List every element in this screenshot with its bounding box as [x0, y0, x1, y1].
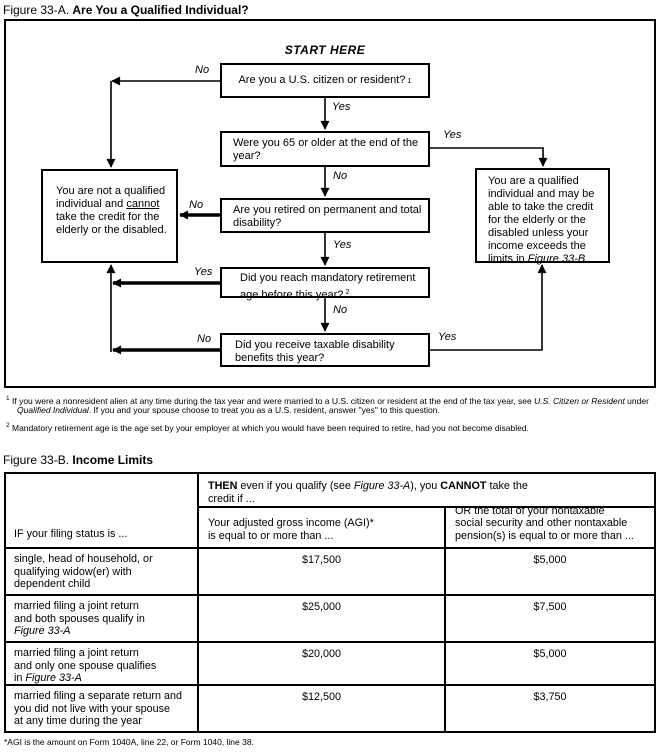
text: . [585, 253, 589, 265]
italic-text: Figure 33-A [25, 672, 82, 684]
label-yes: Yes [332, 101, 351, 113]
italic-text: Figure 33-A [14, 625, 71, 637]
flow-box-retired-disability-question: Are you retired on permanent and total d… [220, 198, 430, 233]
italic-text: U.S. Citizen or Resident [534, 395, 625, 406]
text: elderly or the disabled. [56, 224, 167, 236]
status-last-line: in Figure 33-A [14, 672, 191, 685]
text: Your adjusted gross income (AGI)* is equ… [208, 517, 374, 542]
text: married filing a joint return and both s… [14, 600, 145, 625]
text: take the credit if ... [208, 480, 528, 505]
question-text: Were you 65 or older at the end of the y… [233, 137, 419, 162]
label-no: No [333, 170, 348, 182]
table-row-status: married filing a joint return and both s… [6, 596, 199, 643]
header-agi-column: Your adjusted gross income (AGI)* is equ… [199, 508, 446, 549]
footnote-ref-2: 2 [345, 287, 350, 296]
label-yes: Yes [443, 129, 462, 141]
text: even if you qualify (see [237, 480, 354, 492]
figure-a-title-prefix: Figure 33-A. [3, 3, 70, 17]
footnote-1-marker: 1 [6, 395, 10, 402]
not-qualified-line: elderly or the disabled. [56, 224, 172, 237]
italic-text: Figure 33-B [527, 253, 586, 265]
start-here-label: START HERE [284, 43, 366, 57]
figure-a-title: Figure 33-A. Are You a Qualified Individ… [3, 3, 249, 17]
then-text: THEN even if you qualify (see Figure 33-… [208, 480, 556, 506]
figure-b-title-prefix: Figure 33-B. [3, 453, 70, 467]
flow-box-qualified: You are a qualified individual and may b… [475, 168, 610, 266]
arrow-q2-yes-right-down [430, 147, 548, 167]
text: You are not a qualified [56, 185, 166, 197]
text: married filing a joint return and only o… [14, 647, 157, 672]
text: ), you [410, 480, 441, 492]
table-row-pension: $5,000 [446, 643, 654, 686]
table-row-pension: $5,000 [446, 549, 654, 596]
figure-a-title-text: Are You a Qualified Individual? [72, 3, 249, 17]
footnote-2-marker: 2 [6, 422, 10, 429]
footnote-ref-1: 1 [407, 76, 412, 85]
qualified-last-line: limits in Figure 33-B. [488, 253, 606, 266]
header-then: THEN even if you qualify (see Figure 33-… [199, 474, 654, 508]
bold-text: CANNOT [440, 480, 487, 492]
text: married filing a separate return and you… [14, 690, 183, 727]
label-no: No [333, 304, 348, 316]
flow-box-us-citizen-question: Are you a U.S. citizen or resident?1 [220, 63, 430, 98]
figure-b-title-text: Income Limits [72, 453, 154, 467]
agi-footnote: *AGI is the amount on Form 1040A, line 2… [4, 737, 254, 747]
label-no: No [197, 333, 212, 345]
text: individual and [56, 198, 127, 210]
text: If you were a nonresident alien at any t… [12, 395, 535, 406]
table-row-status: married filing a joint return and only o… [6, 643, 199, 686]
header-filing-status: IF your filing status is ... [6, 474, 199, 549]
text: Mandatory retirement age is the age set … [12, 422, 529, 433]
question-text: Did you receive taxable disability benef… [235, 339, 395, 364]
flow-box-mandatory-retirement-question: Did you reach mandatory retirement age b… [220, 267, 430, 301]
text: in [14, 672, 26, 684]
question-text: Did you reach mandatory retirement age b… [240, 272, 416, 301]
text: IF your filing status is ... [14, 528, 128, 540]
table-row-agi: $25,000 [199, 596, 446, 643]
label-no: No [195, 64, 210, 76]
question-text: Are you a U.S. citizen or resident? [238, 74, 406, 86]
table-row-status: married filing a separate return and you… [6, 686, 199, 731]
table-row-status: single, head of household, or qualifying… [6, 549, 199, 596]
table-row-agi: $17,500 [199, 549, 446, 596]
underlined-text: cannot [126, 198, 160, 210]
question-text: Are you retired on permanent and total d… [233, 204, 422, 229]
table-row-pension: $3,750 [533, 691, 567, 703]
table-row-agi: $20,000 [199, 643, 446, 686]
label-yes: Yes [438, 331, 457, 343]
text: limits in [488, 253, 528, 265]
not-qualified-line: You are not a qualified [56, 185, 172, 198]
header-pension-column: OR the total of your nontaxable social s… [446, 504, 654, 549]
not-qualified-line: individual and cannot [56, 198, 172, 211]
footnote-1: 1 If you were a nonresident alien at any… [6, 394, 660, 416]
qualified-text: You are a qualified individual and may b… [488, 175, 595, 252]
status-last-line: Figure 33-A [14, 625, 191, 638]
italic-text: Qualified Individual [17, 405, 89, 416]
flow-box-not-qualified: You are not a qualified individual and c… [41, 169, 178, 263]
flow-box-taxable-disability-question: Did you receive taxable disability benef… [220, 333, 430, 367]
text: . If you and your spouse choose to treat… [88, 405, 440, 416]
label-no: No [189, 199, 204, 211]
figure-b-title: Figure 33-B. Income Limits [3, 453, 153, 467]
income-limits-table: IF your filing status is ... THEN even i… [4, 472, 656, 733]
question-text-wrap: Are you a U.S. citizen or resident?1 [222, 65, 428, 96]
label-yes: Yes [333, 239, 352, 251]
table-row-pension: $7,500 [446, 596, 654, 643]
flow-box-age-65-question: Were you 65 or older at the end of the y… [220, 131, 430, 167]
text: single, head of household, or qualifying… [14, 553, 153, 590]
not-qualified-line: take the credit for the [56, 211, 172, 224]
table-row-agi: $12,500 [199, 686, 446, 731]
arrow-q5-yes-right-up [430, 264, 547, 351]
label-yes: Yes [194, 266, 213, 278]
text: take the credit for the [56, 211, 160, 223]
text: under [624, 395, 649, 406]
bold-text: THEN [208, 480, 238, 492]
footnote-2: 2 Mandatory retirement age is the age se… [6, 421, 660, 433]
italic-text: Figure 33-A [353, 480, 411, 492]
text: OR the total of your nontaxable social s… [455, 504, 634, 542]
